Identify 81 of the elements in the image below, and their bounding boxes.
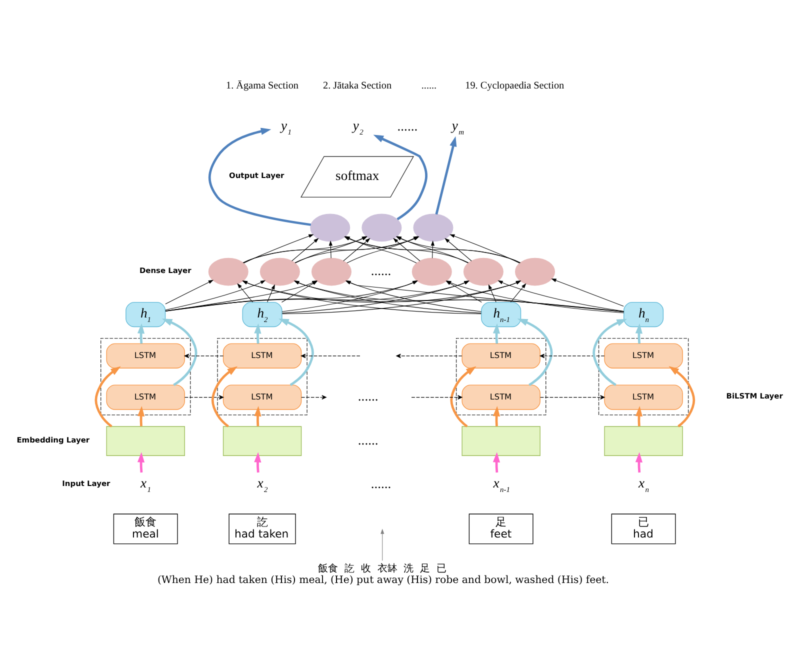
node-text: x$_{n-1}$ xyxy=(493,476,510,494)
label: ...... xyxy=(397,118,418,134)
arrow xyxy=(492,406,500,426)
node-box: h$_{n}$ xyxy=(624,302,664,328)
arrow xyxy=(292,238,319,262)
node-box xyxy=(462,426,540,456)
node-box: LSTM xyxy=(222,384,302,410)
arrow xyxy=(498,280,624,312)
arrow xyxy=(184,354,224,358)
node-text: x$_{2}$ xyxy=(257,476,268,494)
arrow xyxy=(450,366,476,428)
arrow xyxy=(165,280,214,304)
node-box: LSTM xyxy=(462,343,540,368)
arrow xyxy=(137,406,145,426)
arrow xyxy=(510,283,526,302)
node-text: x$_{1}$ xyxy=(140,476,152,494)
node-box: 飯食 meal xyxy=(113,514,178,544)
arrow xyxy=(162,318,198,386)
arrow xyxy=(551,278,624,307)
node-box: 足 feet xyxy=(468,514,534,544)
node-box xyxy=(106,426,185,456)
node-box: 訖 had taken xyxy=(228,514,296,544)
arrow xyxy=(450,234,520,264)
label: ...... xyxy=(370,476,392,492)
arrow xyxy=(635,323,642,344)
node-box: 已 had xyxy=(611,514,676,544)
node-box: h$_{1}$ xyxy=(126,302,166,328)
arrow xyxy=(254,452,262,473)
arrow xyxy=(380,528,384,561)
node-box: LSTM xyxy=(106,343,185,368)
label: ...... xyxy=(421,80,437,92)
node-text: 飯食 訖 收 衣缽 洗 足 已 (When He) had taken (His) meal, (He) put away (His) robe and bowl, washed (His) feet. xyxy=(157,564,609,586)
arrow xyxy=(444,238,472,262)
arrow xyxy=(267,284,275,302)
arrow xyxy=(137,323,145,344)
arrow xyxy=(517,318,553,386)
arrow xyxy=(488,284,496,302)
node-box: LSTM xyxy=(462,384,540,410)
arrow xyxy=(278,318,314,386)
arrow xyxy=(328,240,332,258)
arrow xyxy=(668,366,696,428)
arrow xyxy=(254,406,262,426)
arrow xyxy=(208,128,312,226)
label: 19. Cyclopaedia Section xyxy=(465,80,564,92)
node-box: LSTM xyxy=(604,384,683,410)
arrow xyxy=(635,406,643,426)
arrow xyxy=(343,238,370,262)
label: 2. Jātaka Section xyxy=(323,80,392,92)
arrow xyxy=(540,354,605,358)
label: ...... xyxy=(358,432,378,448)
arrow xyxy=(165,280,266,310)
node-text: y$_{2}$ xyxy=(352,118,364,137)
node-text: y$_{m}$ xyxy=(452,118,464,137)
arrow xyxy=(492,323,500,344)
node-box xyxy=(222,426,302,456)
arrow xyxy=(237,283,253,302)
arrow xyxy=(635,452,642,473)
arrow xyxy=(254,323,262,344)
arrow xyxy=(94,366,121,428)
arrow xyxy=(540,395,605,400)
node-text: x$_{n}$ xyxy=(638,476,649,494)
arrow xyxy=(137,452,145,473)
label: ...... xyxy=(370,263,392,278)
arrow xyxy=(373,134,428,220)
node-box: h$_{n-1}$ xyxy=(481,302,522,328)
node-box: LSTM xyxy=(106,384,185,410)
node-box: LSTM xyxy=(222,343,302,368)
label: ...... xyxy=(358,388,378,404)
arrow xyxy=(492,452,500,473)
arrow xyxy=(244,234,314,264)
node-box: LSTM xyxy=(604,343,683,368)
node-box xyxy=(604,426,683,456)
arrow xyxy=(184,395,224,400)
node-box: h$_{2}$ xyxy=(242,302,282,328)
arrow xyxy=(211,366,238,428)
arrow xyxy=(393,238,420,262)
arrow xyxy=(435,136,457,215)
arrow xyxy=(430,240,434,258)
node-text: y$_{1}$ xyxy=(280,118,292,137)
label: 1. Āgama Section xyxy=(226,80,298,92)
arrow xyxy=(592,318,628,386)
